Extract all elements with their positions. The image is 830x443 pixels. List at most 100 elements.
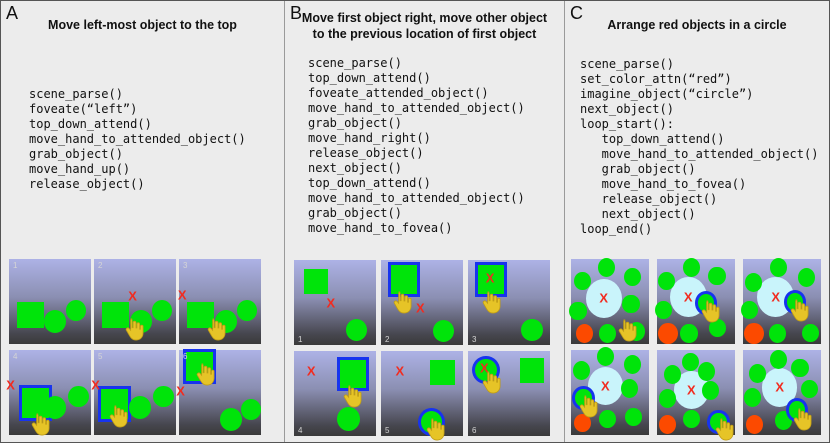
- green-circle: [680, 324, 698, 344]
- green-circle: [749, 364, 767, 384]
- code-line: scene_parse(): [308, 56, 402, 70]
- green-circle: [236, 300, 258, 322]
- green-circle: [743, 388, 761, 407]
- hand-cursor: [26, 411, 52, 437]
- frame-number: 2: [98, 261, 103, 270]
- green-circle: [744, 273, 762, 293]
- fovea-x-marker: X: [128, 288, 137, 304]
- frame-number: 1: [298, 335, 303, 344]
- fovea-x-marker: X: [599, 290, 609, 306]
- green-circle: [599, 409, 617, 429]
- orange-circle: [746, 415, 764, 435]
- green-circle: [702, 381, 720, 401]
- green-square-attended: [477, 265, 505, 294]
- hand-cursor: [613, 317, 639, 343]
- orange-circle: [659, 415, 677, 435]
- code-line: foveate_attended_object(): [308, 86, 489, 100]
- code-line: move_hand_to_fovea(): [308, 221, 453, 235]
- hand-cursor: [421, 416, 447, 442]
- frame-number: 5: [385, 426, 390, 435]
- hand-icon: [427, 418, 445, 441]
- panel-c-letter: C: [570, 3, 583, 23]
- green-circle: [345, 318, 367, 341]
- green-circle: [622, 294, 640, 314]
- green-circle: [654, 300, 672, 320]
- fovea-x-marker: X: [771, 289, 781, 305]
- orange-circle: [658, 323, 678, 345]
- code-line: top_down_attend(): [29, 117, 152, 131]
- green-circle: [153, 386, 174, 408]
- green-circle: [802, 323, 820, 343]
- hand-icon: [344, 385, 362, 408]
- frame-number: 3: [183, 261, 188, 270]
- panel-b: B Move first object right, move other ob…: [284, 1, 564, 442]
- hand-cursor: [191, 361, 217, 387]
- green-circle: [598, 258, 616, 277]
- code-line: next_object(): [580, 207, 696, 221]
- green-circle: [800, 379, 818, 399]
- code-line: move_hand_up(): [29, 162, 131, 176]
- code-line: release_object(): [308, 146, 424, 160]
- fovea-x-marker: X: [686, 382, 696, 398]
- code-line: scene_parse(): [29, 87, 123, 101]
- green-square-attended: [390, 265, 418, 294]
- panel-b-letter: B: [290, 3, 303, 23]
- green-square: [187, 301, 215, 328]
- fovea-x-marker: X: [395, 363, 405, 379]
- scene-frame: 1: [9, 259, 91, 344]
- scene-frame: X: [740, 258, 821, 345]
- green-circle: [43, 396, 66, 420]
- green-circle: [620, 378, 639, 398]
- code-line: grab_object(): [308, 206, 402, 220]
- panel-a: A Move left-most object to the top scene…: [1, 1, 284, 442]
- code-line: move_hand_to_fovea(): [580, 177, 747, 191]
- code-line: top_down_attend(): [308, 176, 431, 190]
- hand-cursor: [202, 316, 228, 342]
- green-circle: [521, 318, 543, 341]
- fovea-x-marker: X: [775, 379, 784, 395]
- hand-icon: [793, 408, 812, 431]
- frame-number: 1: [13, 261, 18, 270]
- hand-icon: [32, 413, 50, 436]
- frame-number: 6: [472, 426, 477, 435]
- code-line: move_hand_to_attended_object(): [580, 147, 819, 161]
- hand-icon: [791, 299, 809, 322]
- panel-c-code-block: scene_parse() set_color_attn(“red”) imag…: [580, 57, 818, 237]
- code-line: top_down_attend(): [580, 132, 725, 146]
- green-circle: [681, 352, 700, 372]
- scene-frame: X: [569, 258, 649, 344]
- fovea-x-marker: X: [485, 270, 495, 286]
- green-circle: [659, 389, 677, 408]
- green-circle: [599, 324, 617, 344]
- frame-number: 6: [183, 352, 188, 361]
- fovea-imagined-circle: [762, 368, 798, 407]
- green-circle: [709, 318, 727, 338]
- scene-frame: X: [743, 350, 821, 435]
- green-circle: [68, 386, 89, 408]
- panel-c-title: Arrange red objects in a circle: [607, 18, 787, 32]
- green-circle: [657, 271, 675, 291]
- code-line: release_object(): [580, 192, 718, 206]
- scene-frame: X: [657, 350, 735, 441]
- fovea-x-marker: X: [91, 377, 100, 393]
- code-line: foveate(“left”): [29, 102, 138, 116]
- frame-number: 5: [98, 352, 103, 361]
- green-circle: [698, 361, 716, 381]
- green-circle: [572, 361, 590, 380]
- hand-icon: [701, 300, 720, 323]
- hand-cursor: [574, 393, 600, 419]
- green-circle: [664, 365, 682, 384]
- hand-icon: [482, 291, 501, 314]
- code-line: next_object(): [308, 161, 402, 175]
- green-circle: [569, 301, 587, 321]
- fovea-x-marker: X: [177, 287, 187, 303]
- hand-icon: [196, 363, 215, 386]
